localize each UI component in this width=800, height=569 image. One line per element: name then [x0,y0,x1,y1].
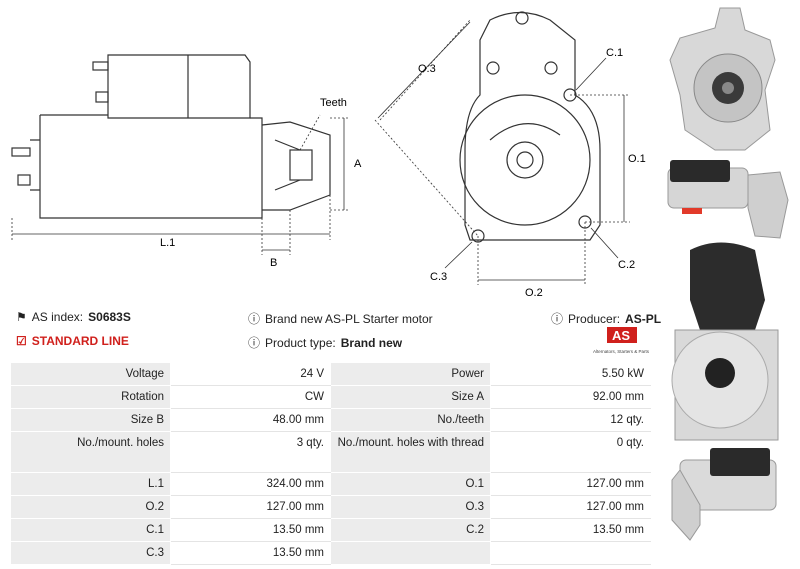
photo-side-1 [667,160,789,239]
label-c2: C.2 [618,259,635,271]
table-row: C.3 13.50 mm [10,541,651,565]
spec-label: No./mount. holes [10,431,171,473]
flange-center [459,94,591,226]
label-o2: O.2 [525,287,543,299]
motor-body-outline [39,115,263,219]
spec-value: 92.00 mm [490,385,651,409]
description-text: Brand new AS-PL Starter motor [265,311,433,326]
hole-top [515,11,529,25]
label-a: A [354,158,362,170]
logo-tagline: Alternators, Starters & Parts [593,349,650,354]
label-teeth: Teeth [320,97,347,109]
spec-label: L.1 [10,472,171,496]
spec-label: Size A [330,385,491,409]
solenoid-terminal-bottom [95,91,109,103]
photo-rear [671,242,779,441]
spec-label: C.2 [330,518,491,542]
spec-value: 324.00 mm [170,472,331,496]
product-type-value: Brand new [340,335,403,350]
description: ⓘ Brand new AS-PL Starter motor [248,310,433,327]
producer-label: Producer: [568,311,621,326]
spec-label: Power [330,362,491,386]
info-icon: ⓘ [248,312,261,326]
spec-value: 3 qty. [170,431,331,473]
spec-value: 0 qty. [490,431,651,473]
spec-label: No./mount. holes with thread [330,431,491,473]
label-b: B [270,257,277,269]
label-o1: O.1 [628,153,646,165]
as-index-value: S0683S [88,310,131,324]
spec-value: 13.50 mm [170,541,331,565]
table-row: O.2 127.00 mm O.3 127.00 mm [10,495,651,519]
table-row: Size B 48.00 mm No./teeth 12 qty. [10,408,651,432]
pinion-gear [289,149,313,181]
standard-line: ☑ STANDARD LINE [16,334,129,348]
solenoid-outline [107,54,251,119]
solenoid-terminal-top [92,61,109,71]
check-icon: ☑ [16,334,27,348]
producer-value: AS-PL [625,311,662,326]
label-c3: C.3 [430,271,447,283]
motor-terminal [11,147,31,157]
label-l1: L.1 [160,237,175,249]
as-index-label: AS index: [31,310,84,324]
product-photos [667,7,789,541]
spec-value: 127.00 mm [490,472,651,496]
label-o3: O.3 [418,63,436,75]
spec-label [330,541,491,565]
spec-label: Voltage [10,362,171,386]
product-type: ⓘ Product type: Brand new [248,334,402,351]
spec-value: 24 V [170,362,331,386]
nose-housing [261,121,331,211]
product-info: ⚑ AS index: S0683S ☑ STANDARD LINE ⓘ Bra… [0,305,661,355]
info-icon: ⓘ [248,336,261,350]
tag-icon: ⚑ [16,310,27,324]
spec-label: O.2 [10,495,171,519]
spec-label: Size B [10,408,171,432]
spec-value: 127.00 mm [490,495,651,519]
table-row: Voltage 24 V Power 5.50 kW [10,362,651,386]
product-type-label: Product type: [265,335,336,350]
spec-value: CW [170,385,331,409]
spec-value: 5.50 kW [490,362,651,386]
spec-label: O.3 [330,495,491,519]
flange-outline [464,11,601,241]
spec-label: C.1 [10,518,171,542]
spec-label: Rotation [10,385,171,409]
logo-text: AS [612,328,630,343]
table-row: L.1 324.00 mm O.1 127.00 mm [10,472,651,496]
spec-value: 12 qty. [490,408,651,432]
spec-value: 13.50 mm [490,518,651,542]
spec-label: No./teeth [330,408,491,432]
technical-drawing: Teeth A B L.1 O.3 C.1 O.1 C.2 C.3 O.2 [11,11,646,299]
producer: ⓘ Producer: AS-PL [551,310,661,327]
standard-line-label: STANDARD LINE [31,334,129,348]
as-index: ⚑ AS index: S0683S [16,310,131,324]
table-row: No./mount. holes 3 qty. No./mount. holes… [10,431,651,473]
label-c1: C.1 [606,47,623,59]
specs-table: Voltage 24 V Power 5.50 kW Rotation CW S… [10,362,651,565]
photo-front-flange [669,7,776,151]
spec-label: C.3 [10,541,171,565]
info-icon: ⓘ [551,312,564,326]
spec-value [490,541,651,565]
spec-value: 13.50 mm [170,518,331,542]
spec-value: 48.00 mm [170,408,331,432]
as-pl-logo: AS Alternators, Starters & Parts [593,327,650,354]
spec-label: O.1 [330,472,491,496]
table-row: C.1 13.50 mm C.2 13.50 mm [10,518,651,542]
spec-value: 127.00 mm [170,495,331,519]
photo-side-2 [671,448,777,541]
table-row: Rotation CW Size A 92.00 mm [10,385,651,409]
